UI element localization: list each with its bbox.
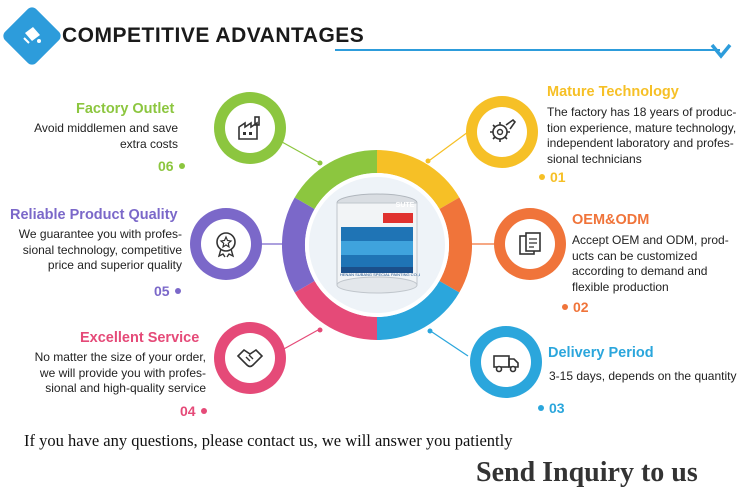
- oem-odm-text: Accept OEM and ODM, prod- ucts can be cu…: [572, 233, 729, 294]
- mature-technology-text: The factory has 18 years of produc- tion…: [547, 105, 737, 166]
- excellent-service-icon-circle: [214, 322, 286, 394]
- award-star-icon: [216, 232, 236, 258]
- advantage-wheel: [282, 150, 472, 340]
- delivery-period-title: Delivery Period: [548, 345, 654, 361]
- factory-icon: [238, 116, 260, 140]
- delivery-period-text: 3-15 days, depends on the quantity: [549, 369, 737, 383]
- wheel-segment-green: [294, 150, 377, 209]
- oem-odm-icon-circle: [494, 208, 566, 280]
- factory-outlet-number: 06: [158, 158, 185, 174]
- wheel-segment-yellow: [377, 150, 460, 209]
- delivery-period-number: 03: [538, 400, 565, 416]
- wheel-segment-orange: [439, 197, 472, 293]
- excellent-service-text: No matter the size of your order, we wil…: [34, 350, 206, 395]
- header-rule: [335, 49, 720, 51]
- delivery-period-icon-circle: [470, 326, 542, 398]
- factory-outlet-title: Factory Outlet: [76, 101, 175, 117]
- factory-outlet-text: Avoid middlemen and save extra costs: [34, 121, 178, 151]
- product-caption: HENAN SUBANG SPECIAL PAINTING CO.,LTD.: [340, 272, 420, 277]
- mature-technology-icon-circle: [466, 96, 538, 168]
- gear-wrench-icon: [490, 118, 517, 142]
- factory-outlet-icon-circle: [214, 92, 286, 164]
- reliable-quality-icon-circle: [190, 208, 262, 280]
- excellent-service-number: 04: [180, 403, 207, 419]
- reliable-quality-text: We guarantee you with profes- sional tec…: [18, 227, 182, 272]
- excellent-service-title: Excellent Service: [80, 330, 200, 346]
- reliable-quality-number: 05: [154, 283, 181, 299]
- page-title: COMPETITIVE ADVANTAGES: [62, 24, 365, 47]
- documents-icon: [519, 232, 541, 255]
- paint-bucket-icon: [18, 22, 46, 50]
- wheel-segment-purple: [282, 197, 315, 293]
- wheel-segment-blue: [377, 281, 460, 340]
- oem-odm-title: OEM&ODM: [572, 212, 650, 228]
- contact-message: If you have any questions, please contac…: [24, 431, 513, 450]
- product-brand-label: SUTE: [395, 202, 415, 209]
- send-inquiry-link[interactable]: Send Inquiry to us: [476, 457, 698, 488]
- oem-odm-number: 02: [562, 299, 589, 315]
- mature-technology-title: Mature Technology: [547, 84, 679, 100]
- handshake-icon: [236, 348, 264, 368]
- paint-can-image: [336, 193, 418, 294]
- chevron-down-icon: [710, 43, 732, 59]
- mature-technology-number: 01: [539, 169, 566, 185]
- reliable-quality-title: Reliable Product Quality: [10, 207, 178, 223]
- truck-icon: [493, 355, 519, 373]
- wheel-segment-pink: [294, 281, 377, 340]
